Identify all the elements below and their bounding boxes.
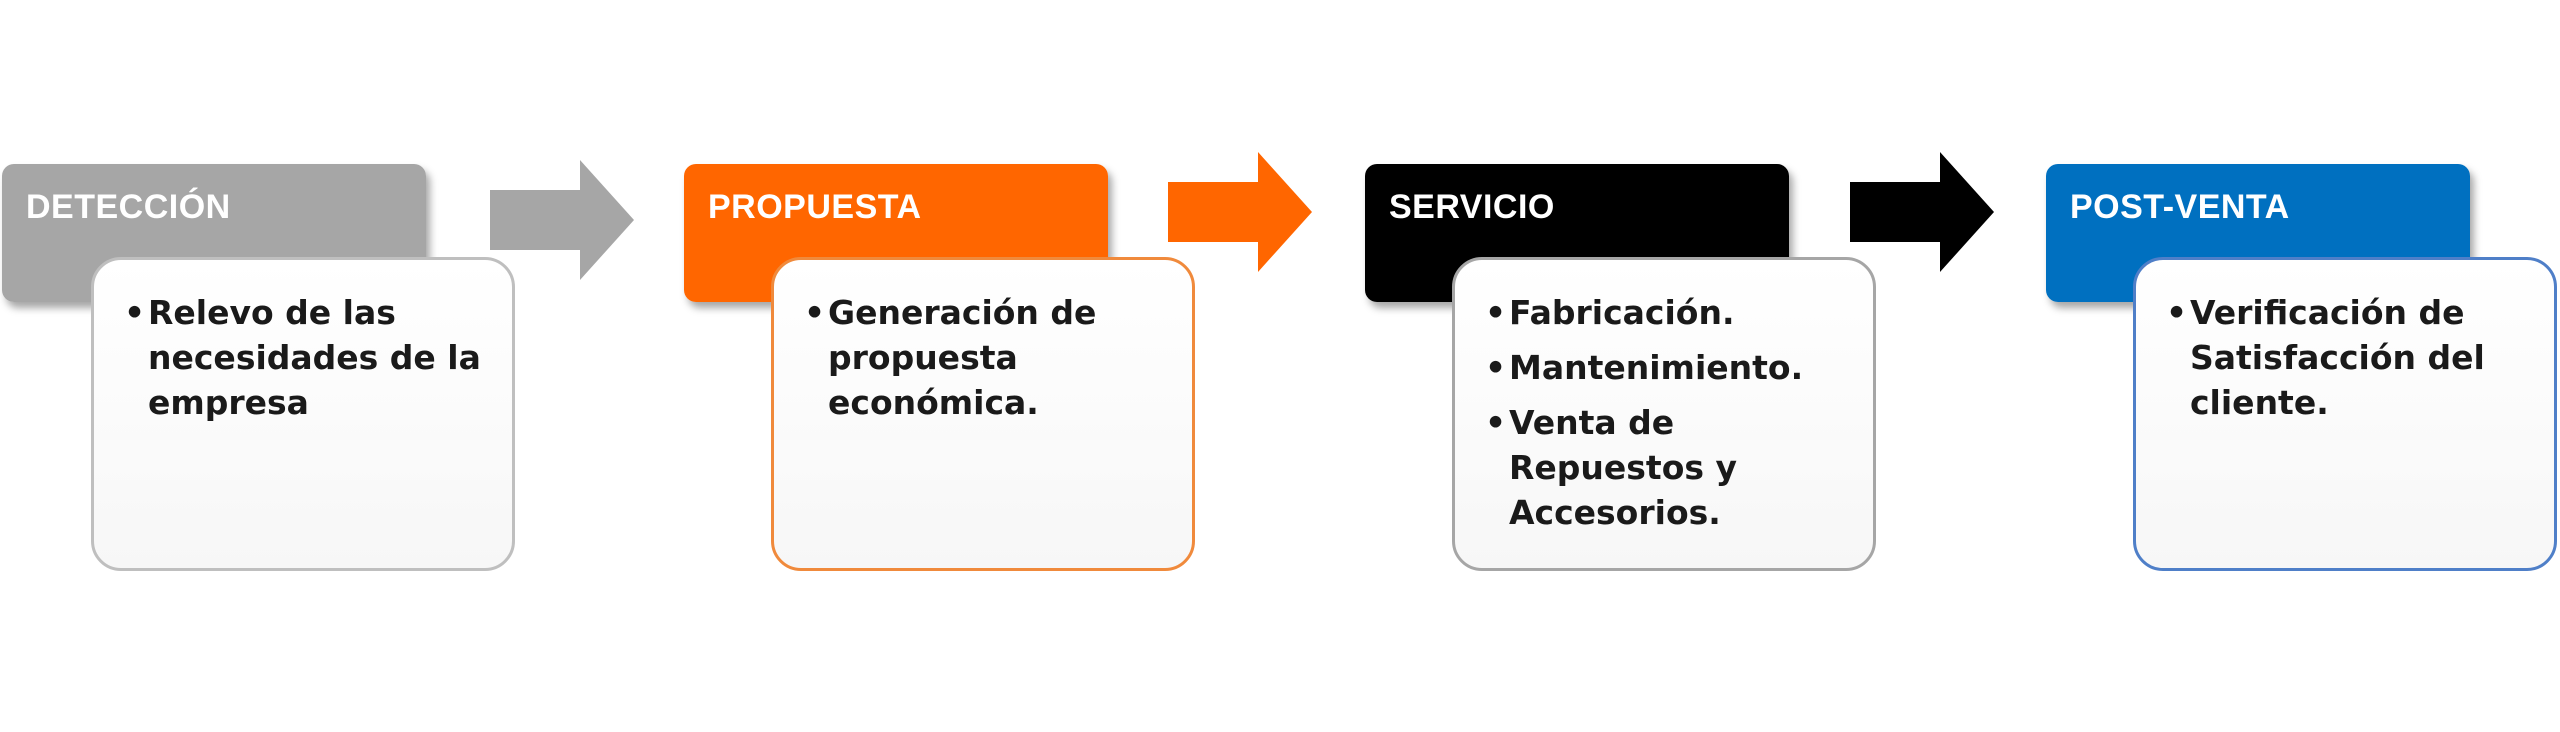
bullet-item: Verificación de Satisfacción del cliente… — [2166, 290, 2530, 425]
stage-box-propuesta: Generación de propuesta económica. — [771, 257, 1195, 571]
bullet-item: Generación de propuesta económica. — [804, 290, 1168, 425]
stage-bullets: Relevo de las necesidades de la empresa — [124, 290, 488, 425]
stage-header-post-venta: POST-VENTA — [2046, 164, 2470, 302]
stage-title: POST-VENTA — [2070, 188, 2290, 226]
stage-bullets: Generación de propuesta económica. — [804, 290, 1168, 425]
stage-title: DETECCIÓN — [26, 188, 231, 226]
stage-box-servicio: Fabricación. Mantenimiento. Venta de Rep… — [1452, 257, 1876, 571]
arrow-right-icon — [1168, 152, 1312, 272]
bullet-item: Mantenimiento. — [1485, 345, 1849, 390]
bullet-item: Fabricación. — [1485, 290, 1849, 335]
stage-bullets: Fabricación. Mantenimiento. Venta de Rep… — [1485, 290, 1849, 535]
bullet-item: Venta de Repuestos y Accesorios. — [1485, 400, 1849, 535]
stage-bullets: Verificación de Satisfacción del cliente… — [2166, 290, 2530, 425]
stage-box-post-venta: Verificación de Satisfacción del cliente… — [2133, 257, 2557, 571]
arrow-right-icon — [1850, 152, 1994, 272]
arrow-right-icon — [490, 160, 634, 280]
stage-title: SERVICIO — [1389, 188, 1555, 226]
bullet-item: Relevo de las necesidades de la empresa — [124, 290, 488, 425]
stage-title: PROPUESTA — [708, 188, 922, 226]
stage-box-deteccion: Relevo de las necesidades de la empresa — [91, 257, 515, 571]
